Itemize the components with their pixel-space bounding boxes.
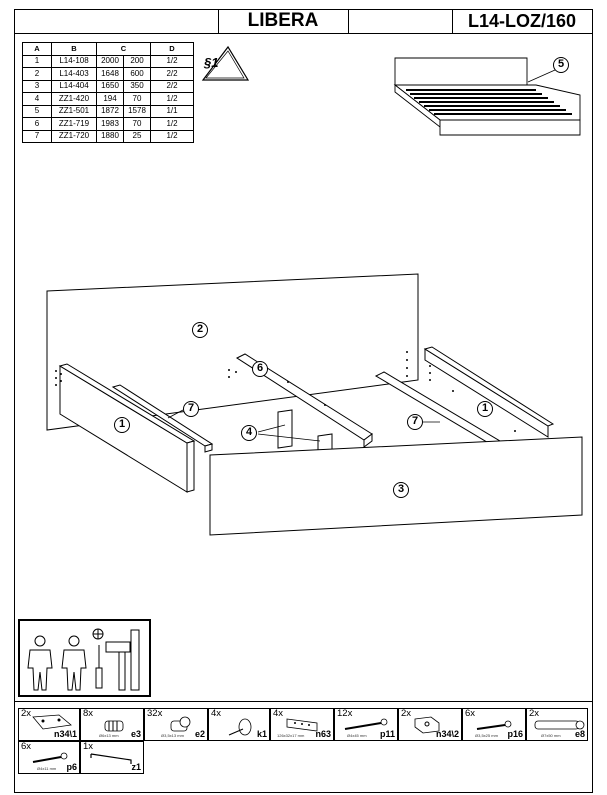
callout-3: 3 [393, 482, 409, 498]
hardware-code: p11 [379, 729, 395, 739]
hardware-dimension: Ø6x13 mm [99, 733, 119, 738]
callout-4: 4 [241, 425, 257, 441]
hardware-code: p16 [507, 729, 523, 739]
header-divider [452, 9, 453, 33]
hardware-code: z1 [131, 762, 141, 772]
hardware-qty: 6x [21, 741, 32, 752]
callout-1: 1 [114, 417, 130, 433]
section-triangle [201, 45, 250, 81]
callout-2: 2 [192, 322, 208, 338]
bed-preview-drawing [393, 57, 581, 136]
hardware-qty: 4x [211, 708, 222, 719]
hardware-dimension: Ø4x11 mm [37, 766, 57, 771]
hardware-item: 2x Ø7x50 mm e8 [526, 708, 588, 741]
hardware-code: n34\1 [53, 729, 77, 739]
hardware-code: e8 [574, 729, 585, 739]
hardware-item: 4x k1 [208, 708, 270, 741]
exploded-bed-drawing [46, 273, 583, 536]
hardware-code: e3 [130, 729, 141, 739]
callout-1: 1 [477, 401, 493, 417]
hardware-item: 6x Ø4x11 mm p6 [18, 741, 80, 774]
callout-5: 5 [553, 57, 569, 73]
hardware-code: e2 [194, 729, 205, 739]
callout-6: 6 [252, 361, 268, 377]
section-mark: §1 [204, 55, 219, 70]
header-divider [348, 9, 349, 33]
callout-7: 7 [183, 401, 199, 417]
hardware-item: 6x Ø3,5x25 mm p16 [462, 708, 526, 741]
hardware-qty: 4x [273, 708, 284, 719]
hardware-qty: 12x [337, 708, 353, 719]
page-frame [14, 9, 593, 793]
tools-box [18, 619, 151, 697]
hardware-code: n34\2 [435, 729, 459, 739]
hardware-qty: 2x [21, 708, 32, 719]
hardware-item: 2x n34\1 [18, 708, 80, 741]
callout-7: 7 [407, 414, 423, 430]
hardware-item: 8x Ø6x13 mm e3 [80, 708, 144, 741]
hardware-item: 2x n34\2 [398, 708, 462, 741]
hardware-dimension: Ø3,5x25 mm [475, 733, 498, 738]
hardware-dimension: 126x32x17 mm [277, 733, 305, 738]
hardware-code: k1 [256, 729, 267, 739]
hardware-dimension: Ø7x50 mm [541, 733, 561, 738]
section-triangle-inner [205, 50, 245, 79]
hardware-item: 32x Ø3,5x13 mm e2 [144, 708, 208, 741]
hardware-item: 4x 126x32x17 mm n63 [270, 708, 334, 741]
document-title: LIBERA [247, 10, 319, 31]
hardware-rule [14, 701, 593, 702]
hardware-qty: 8x [83, 708, 94, 719]
header-divider [218, 9, 219, 33]
hardware-code: n63 [315, 729, 331, 739]
tools-pictogram [27, 628, 140, 691]
hardware-qty: 6x [465, 708, 476, 719]
document-code: L14-LOZ/160 [467, 11, 577, 31]
hardware-dimension: Ø3,5x13 mm [161, 733, 184, 738]
hardware-qty: 2x [401, 708, 412, 719]
hardware-qty: 2x [529, 708, 540, 719]
cell: 1/2 [150, 129, 194, 143]
hardware-code: p6 [66, 762, 77, 772]
header-rule [14, 33, 593, 34]
hardware-qty: 32x [147, 708, 163, 719]
hardware-dimension: Ø4x45 mm [347, 733, 367, 738]
hardware-qty: 1x [83, 741, 94, 752]
hardware-item: 12x Ø4x45 mm p11 [334, 708, 398, 741]
hardware-item: 1x z1 [80, 741, 144, 774]
